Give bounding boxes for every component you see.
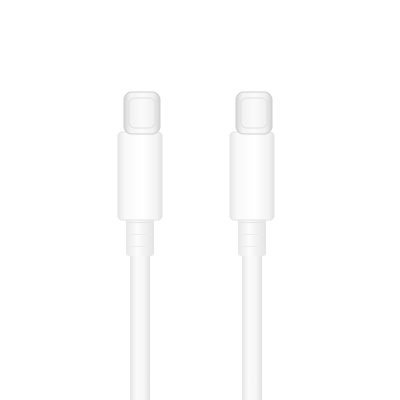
left-usb-c-plug [123, 91, 161, 135]
left-connector [117, 91, 163, 400]
right-housing [229, 131, 275, 221]
right-usb-c-plug [235, 91, 273, 135]
left-cable [130, 250, 150, 400]
right-connector [229, 91, 275, 400]
right-cable [242, 250, 262, 400]
left-housing [117, 131, 163, 221]
